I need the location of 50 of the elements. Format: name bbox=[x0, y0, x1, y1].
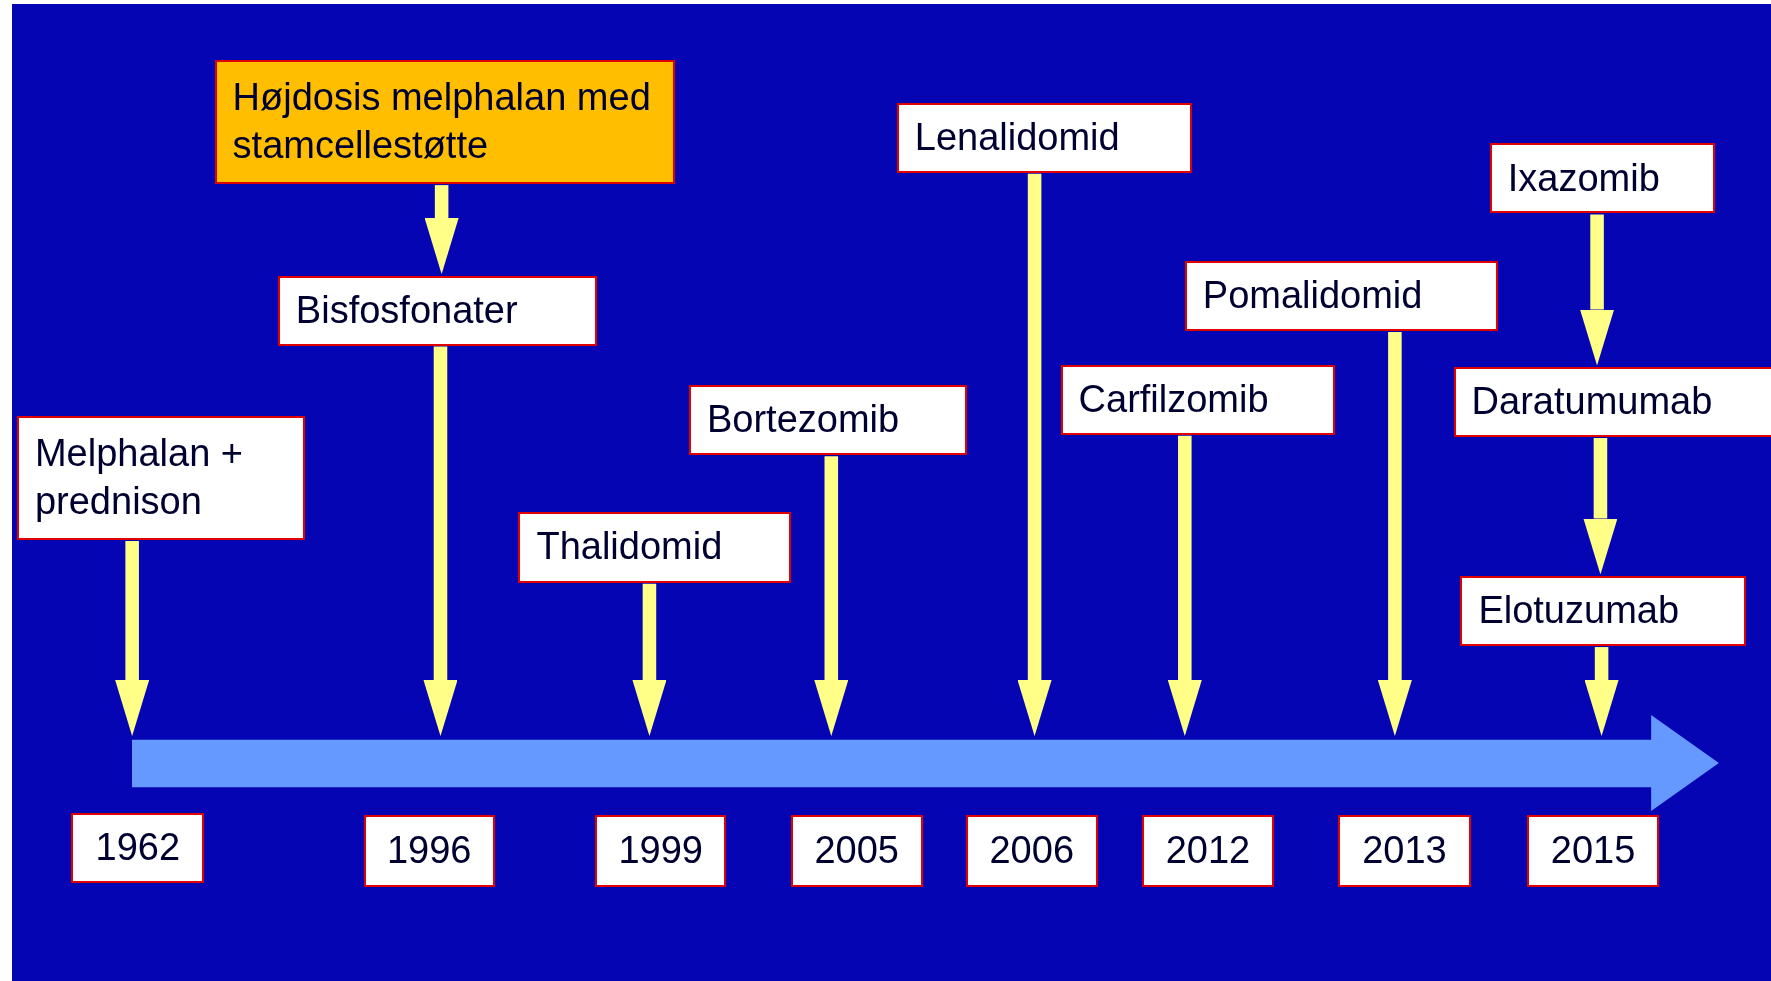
arrow bbox=[1377, 331, 1412, 737]
label-box bbox=[1489, 143, 1715, 214]
arrow bbox=[115, 540, 150, 737]
year-text: 2013 bbox=[1362, 828, 1447, 874]
label-box bbox=[688, 385, 967, 456]
arrow bbox=[424, 185, 459, 275]
year-text: 2005 bbox=[814, 828, 899, 874]
arrow bbox=[1017, 173, 1052, 737]
year-box bbox=[1338, 815, 1471, 887]
year-text: 1999 bbox=[618, 828, 703, 874]
arrow bbox=[1580, 214, 1615, 366]
label-box bbox=[518, 511, 791, 583]
arrow bbox=[1584, 647, 1619, 737]
year-box bbox=[965, 815, 1098, 887]
timeline-arrow bbox=[132, 714, 1720, 811]
label-box bbox=[1184, 260, 1498, 331]
year-text: 2006 bbox=[989, 828, 1075, 874]
label-text: Ixazomib bbox=[1507, 155, 1660, 201]
arrow bbox=[632, 583, 667, 737]
year-text: 2015 bbox=[1550, 828, 1636, 874]
label-box bbox=[1060, 364, 1335, 435]
label-box bbox=[1460, 576, 1747, 647]
year-text: 1962 bbox=[95, 825, 181, 871]
label-box bbox=[277, 275, 598, 346]
label-text: Carfilzomib bbox=[1078, 377, 1269, 423]
label-text: Bisfosfonater bbox=[295, 287, 518, 333]
year-box bbox=[790, 815, 923, 887]
label-box bbox=[16, 415, 305, 540]
label-text: Bortezomib bbox=[706, 397, 900, 443]
arrow bbox=[814, 456, 849, 737]
year-text: 1996 bbox=[386, 828, 472, 874]
arrow bbox=[423, 346, 458, 737]
year-text: 2012 bbox=[1165, 828, 1251, 874]
label-text: Melphalan + prednison bbox=[34, 431, 245, 524]
year-box bbox=[71, 813, 205, 884]
label-text: Højdosis melphalan med stamcellestøtte bbox=[232, 75, 652, 168]
year-box bbox=[1141, 815, 1274, 887]
label-text: Lenalidomid bbox=[914, 115, 1120, 161]
arrow bbox=[1583, 438, 1618, 575]
label-text: Thalidomid bbox=[536, 524, 723, 570]
label-text: Elotuzumab bbox=[1478, 588, 1680, 634]
year-box bbox=[595, 815, 727, 887]
label-text: Daratumumab bbox=[1471, 379, 1713, 425]
label-box bbox=[896, 102, 1192, 173]
label-box bbox=[214, 59, 676, 185]
label-text: Pomalidomid bbox=[1202, 273, 1423, 319]
arrow bbox=[1167, 435, 1202, 737]
label-box bbox=[1453, 367, 1771, 438]
year-box bbox=[363, 815, 495, 887]
year-box bbox=[1527, 815, 1660, 887]
